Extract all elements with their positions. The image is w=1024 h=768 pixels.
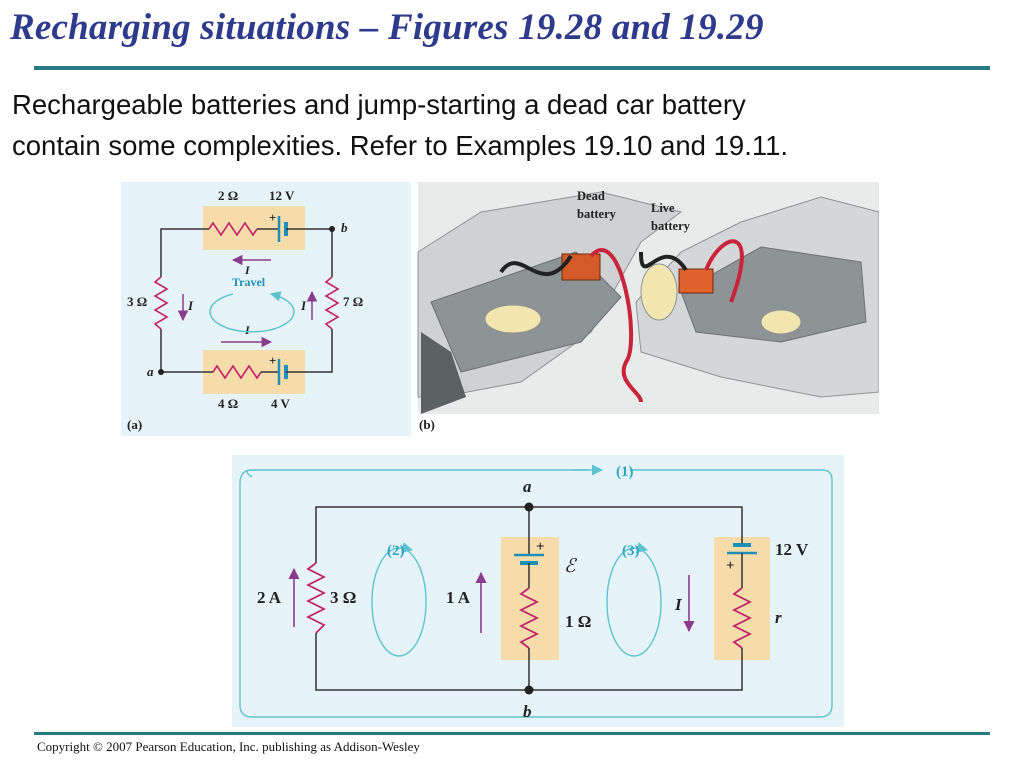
middle-battery-plus-sign: + <box>536 539 545 555</box>
node-a-dot <box>524 502 534 512</box>
footer-divider <box>34 732 990 735</box>
node-a-label: a <box>147 364 154 379</box>
bottom-battery-plus-sign: + <box>269 353 276 368</box>
right-current-label: I <box>674 595 683 614</box>
loop-3-path <box>606 547 662 657</box>
dead-car-wheel-well <box>421 332 466 414</box>
black-jumper-cable <box>499 254 573 277</box>
bottom-current-label: I <box>244 323 251 337</box>
left-resistor-3-ohm <box>153 276 169 330</box>
title-divider <box>34 66 990 70</box>
right-resistor-7-ohm <box>324 276 340 330</box>
loop-3-label: (3) <box>622 543 640 559</box>
copyright-footer: Copyright © 2007 Pearson Education, Inc.… <box>37 739 420 754</box>
middle-resistor-label: 1 Ω <box>565 612 591 631</box>
top-battery-label: 12 V <box>269 188 295 203</box>
body-line-2: contain some complexities. Refer to Exam… <box>12 130 789 161</box>
right-resistor-label: r <box>775 608 782 627</box>
figure-19-28: + 2 Ω 12 V b 3 Ω I 7 Ω I I I Travel + <box>121 182 879 436</box>
node-b-dot <box>329 226 335 232</box>
red-jumper-cable <box>589 248 643 403</box>
right-voltage-label: 12 V <box>775 540 809 559</box>
node-b-label: b <box>341 220 348 235</box>
live-battery <box>678 268 714 294</box>
slide-title: Recharging situations – Figures 19.28 an… <box>10 7 764 48</box>
top-component-box <box>203 206 305 250</box>
middle-resistor-1-ohm <box>518 587 540 649</box>
bottom-resistor-4-ohm <box>212 364 262 380</box>
live-battery-label-line1: Live <box>651 201 675 215</box>
middle-current-label: 1 A <box>446 588 471 607</box>
node-b-dot <box>524 685 534 695</box>
right-battery-plus-sign: + <box>726 558 735 574</box>
travel-label: Travel <box>232 275 266 289</box>
panel-b-label: (b) <box>419 417 435 432</box>
figure-19-29: (1) a b 3 Ω 2 A (2) + ℰ 1 Ω 1 A (3) + 12… <box>232 455 844 727</box>
loop-1-label: (1) <box>616 464 634 480</box>
node-a-label: a <box>523 477 532 496</box>
panel-b-jump-start: Dead battery Live battery (b) <box>417 182 879 436</box>
loop-3-arrow <box>635 542 649 553</box>
bottom-battery-label: 4 V <box>271 396 291 411</box>
node-b-label: b <box>523 702 532 721</box>
left-resistor-label: 3 Ω <box>330 588 356 607</box>
loop-2-arrow <box>400 542 414 553</box>
right-current-label: I <box>300 298 307 313</box>
travel-loop <box>209 291 295 333</box>
top-resistor-label: 2 Ω <box>218 188 238 203</box>
body-text: Rechargeable batteries and jump-starting… <box>12 84 1012 166</box>
body-line-1: Rechargeable batteries and jump-starting… <box>12 89 746 120</box>
right-resistor-label: 7 Ω <box>343 294 363 309</box>
top-resistor-2-ohm <box>208 221 258 237</box>
left-current-label: I <box>187 298 194 313</box>
loop-2-label: (2) <box>387 543 405 559</box>
emf-label: ℰ <box>564 556 578 577</box>
panel-a-circuit: + 2 Ω 12 V b 3 Ω I 7 Ω I I I Travel + <box>121 182 411 436</box>
live-battery-label-line2: battery <box>651 219 691 233</box>
right-resistor-r <box>731 587 753 649</box>
dead-battery-label-line2: battery <box>577 207 617 221</box>
bottom-resistor-label: 4 Ω <box>218 396 238 411</box>
node-a-dot <box>158 369 164 375</box>
left-current-label: 2 A <box>257 588 282 607</box>
top-current-label: I <box>244 263 251 277</box>
top-battery-plus-sign: + <box>269 210 276 225</box>
loop-1-path <box>239 469 833 718</box>
loop-2-path <box>371 547 427 657</box>
live-car-engine <box>680 246 867 343</box>
left-resistor-label: 3 Ω <box>127 294 147 309</box>
dead-battery-label-line1: Dead <box>577 189 605 203</box>
left-resistor-3-ohm <box>305 562 327 634</box>
dead-car-headlight <box>484 304 542 334</box>
panel-a-label: (a) <box>127 417 142 432</box>
live-car-headlight <box>640 263 678 321</box>
